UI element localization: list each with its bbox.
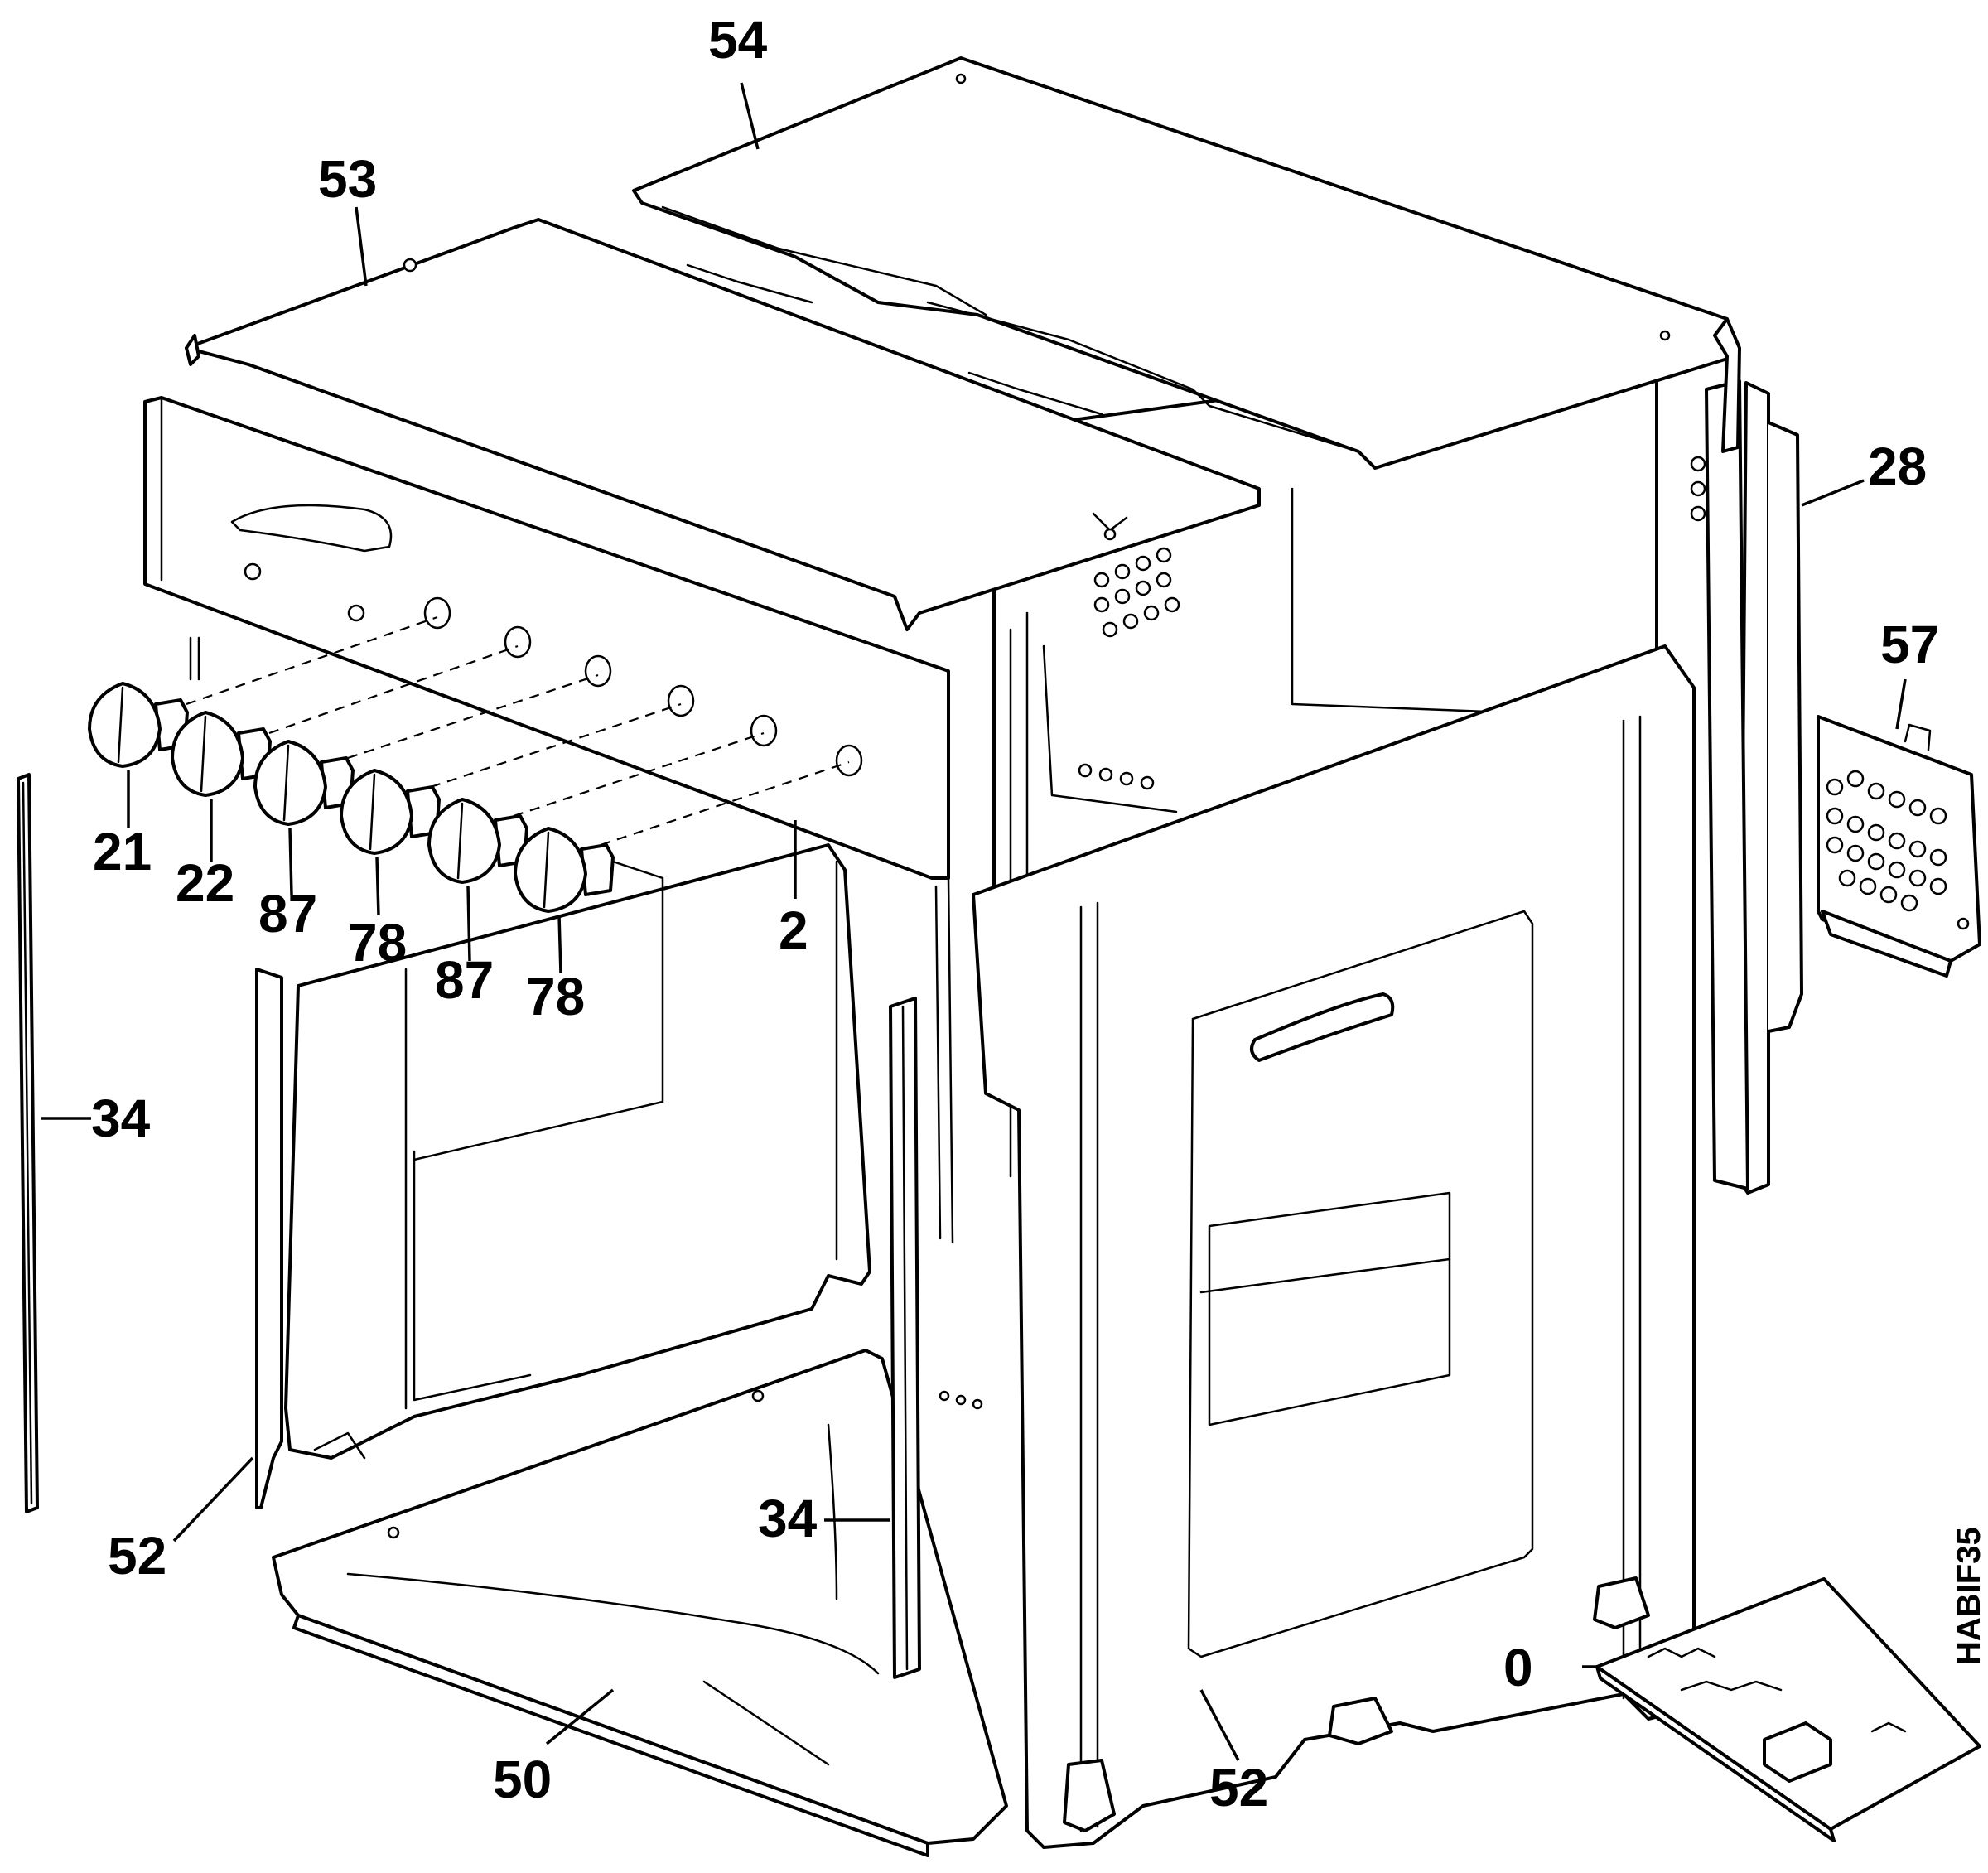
callout-22: 22 <box>176 853 234 913</box>
callout-labels: 54 53 28 57 21 22 87 78 87 78 2 34 34 52… <box>91 10 1987 1817</box>
top-cover <box>632 56 1741 470</box>
knob-4-shape <box>340 769 441 855</box>
callout-0: 0 <box>1503 1638 1533 1697</box>
side-panel-right <box>972 644 1696 1849</box>
callout-21: 21 <box>93 822 152 881</box>
seal-left <box>17 773 39 1513</box>
rear-bracket <box>1817 715 1981 978</box>
bottom-panel <box>272 1349 1008 1857</box>
seal-center <box>889 997 921 1679</box>
callout-52-right: 52 <box>1209 1758 1268 1817</box>
callout-87-a: 87 <box>258 884 317 944</box>
side-panel-left <box>255 843 954 1509</box>
knob-3-shape <box>253 740 355 826</box>
callout-2: 2 <box>779 900 808 960</box>
callout-57: 57 <box>1880 615 1939 674</box>
vent-holes-bracket <box>1826 770 1970 930</box>
drawing-code: HABIF35 <box>1951 1527 1987 1665</box>
callout-78-a: 78 <box>348 913 407 973</box>
callout-53: 53 <box>318 149 377 209</box>
callout-34-left: 34 <box>91 1089 151 1148</box>
callout-54: 54 <box>708 10 768 70</box>
knob-5-shape <box>427 798 528 884</box>
front-top-cover <box>185 218 1261 631</box>
callout-78-b: 78 <box>526 967 585 1026</box>
knob-row <box>88 682 615 913</box>
knob-6-shape <box>514 827 615 913</box>
callout-52-left: 52 <box>108 1526 166 1586</box>
callout-50: 50 <box>493 1750 552 1809</box>
leader-lines <box>41 82 1907 1761</box>
callout-87-b: 87 <box>435 950 494 1010</box>
back-panel <box>1705 379 1803 1195</box>
callout-34-center: 34 <box>758 1489 818 1548</box>
alignment-lines <box>186 615 850 847</box>
manual <box>1595 1577 1981 1842</box>
callout-28: 28 <box>1868 437 1927 496</box>
